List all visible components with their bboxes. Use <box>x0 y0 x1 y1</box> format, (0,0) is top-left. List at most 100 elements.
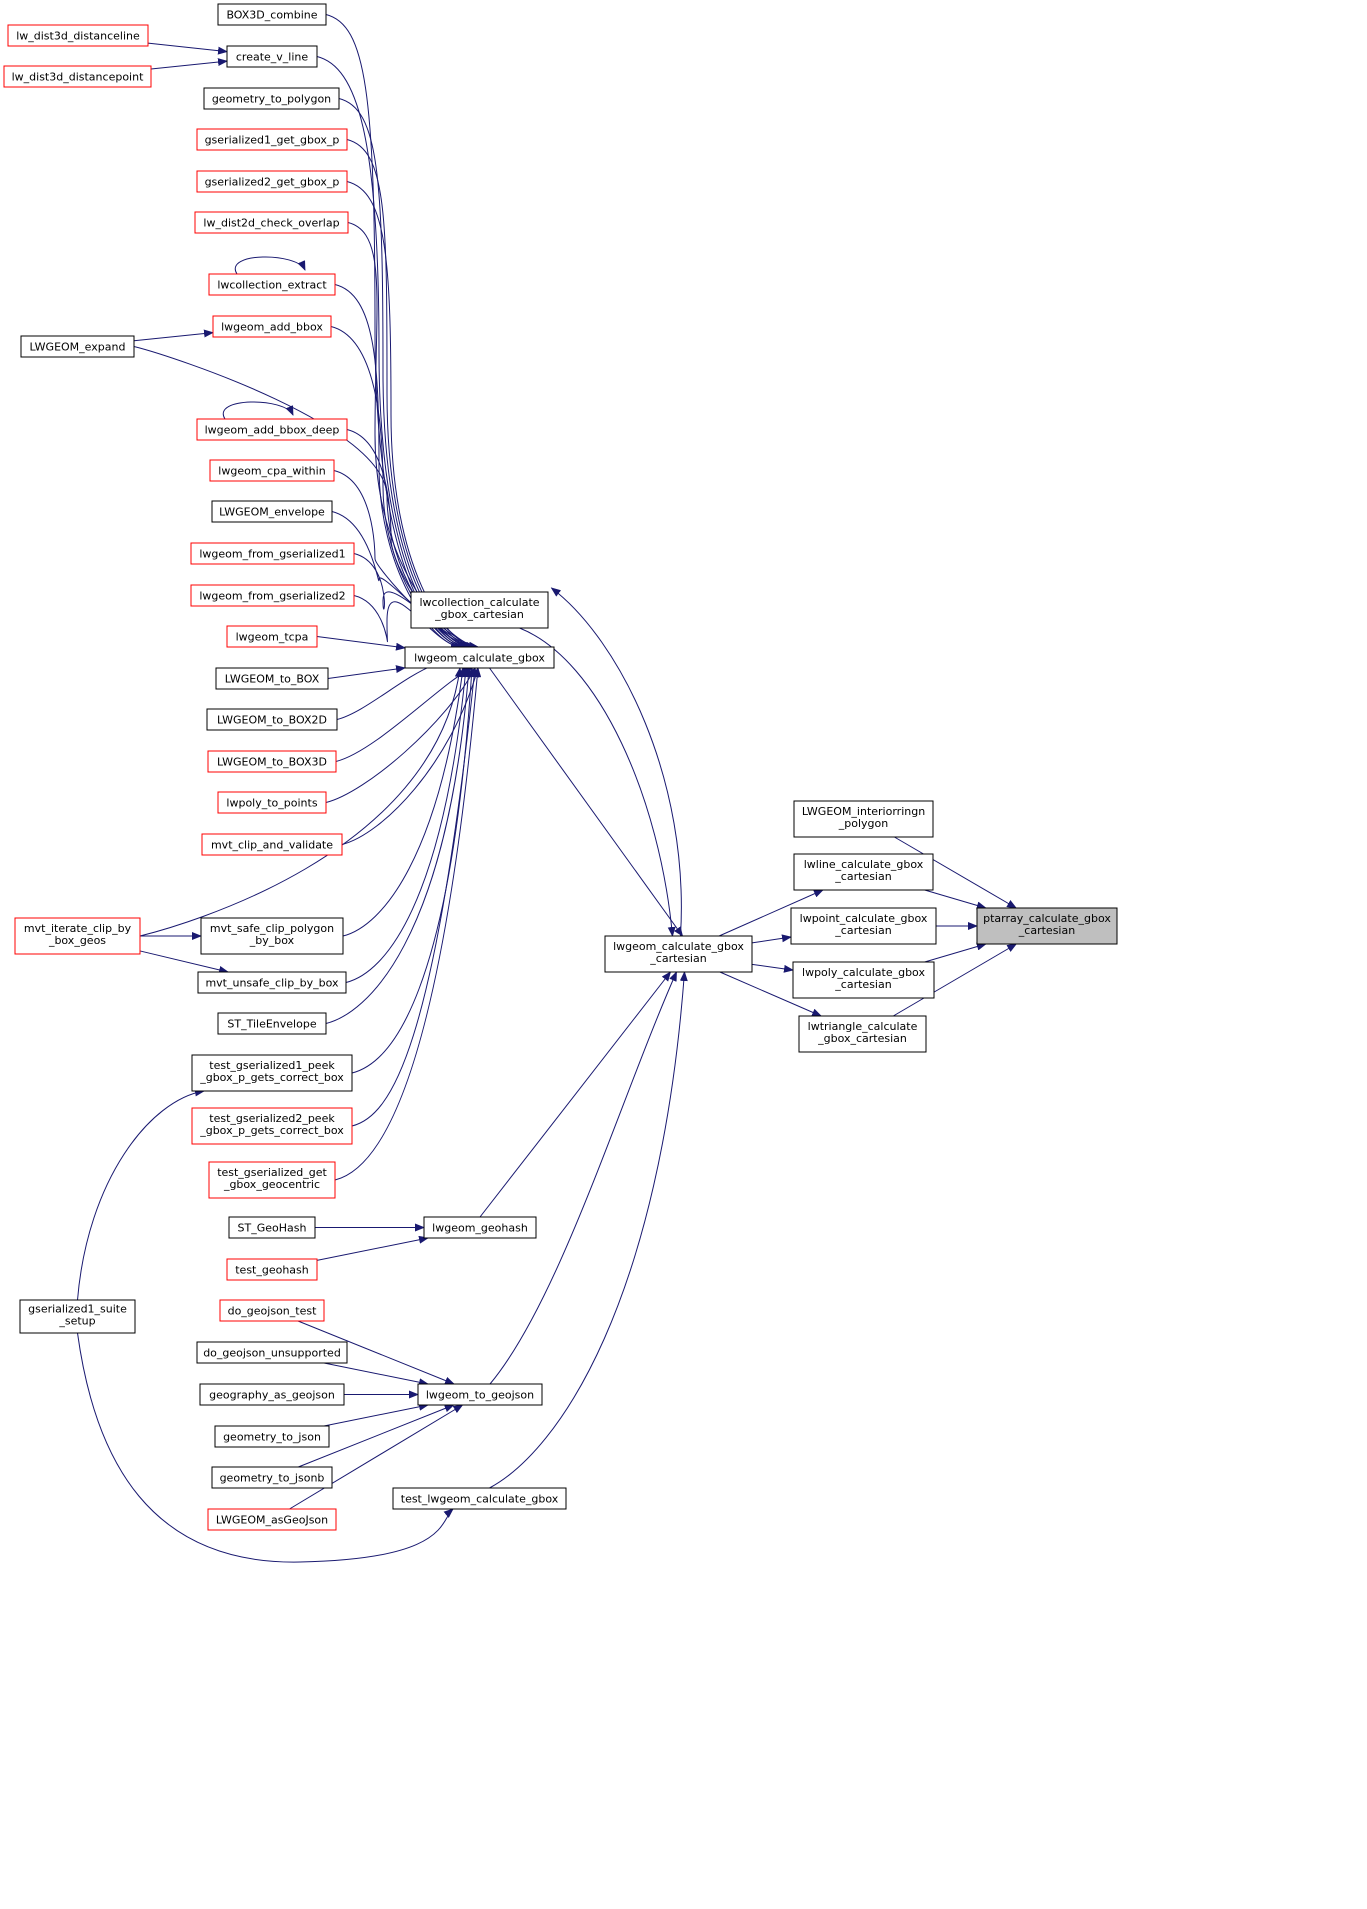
node-st_tileenvelope[interactable]: ST_TileEnvelope <box>217 1012 327 1035</box>
node-geography_as_geojson[interactable]: geography_as_geojson <box>199 1383 345 1406</box>
edge-mvt_iterate_clip_by_box_geos-to-lwgeom_calculate_gbox <box>139 667 463 937</box>
node-lwtriangle_calculate_gbox_cartesian[interactable]: lwtriangle_calculate_gbox_cartesian <box>798 1015 927 1053</box>
node-lwgeom_calculate_gbox[interactable]: lwgeom_calculate_gbox <box>404 646 555 669</box>
node-label-line: _gbox_p_gets_correct_box <box>199 1124 344 1137</box>
node-create_v_line[interactable]: create_v_line <box>226 45 318 68</box>
node-label-line: mvt_unsafe_clip_by_box <box>205 977 339 990</box>
node-label-line: test_lwgeom_calculate_gbox <box>401 1493 559 1506</box>
node-box3d_combine[interactable]: BOX3D_combine <box>217 3 327 26</box>
node-label-line: LWGEOM_to_BOX3D <box>217 756 327 769</box>
edge-mvt_unsafe_clip_by_box-to-lwgeom_calculate_gbox <box>345 667 470 983</box>
node-mvt_unsafe_clip_by_box[interactable]: mvt_unsafe_clip_by_box <box>197 971 347 994</box>
call-graph: BOX3D_combine lw_dist3d_distancelinecreat… <box>3 3 1118 1563</box>
node-lwgeom_add_bbox_deep[interactable]: lwgeom_add_bbox_deep <box>196 418 348 441</box>
node-box <box>404 646 555 669</box>
node-label-line: lwcollection_extract <box>217 279 327 292</box>
node-lwgeom_cpa_within[interactable]: lwgeom_cpa_within <box>209 459 335 482</box>
node-label-line: ptarray_calculate_gbox <box>983 912 1111 925</box>
node-label-line: lwpoly_to_points <box>226 797 317 810</box>
node-mvt_safe_clip_polygon_by_box[interactable]: mvt_safe_clip_polygon_by_box <box>200 917 344 955</box>
edge-lwgeom_calculate_gbox_cartesian-to-lwpoint_calculate_gbox_cartesian <box>751 934 792 944</box>
node-test_gserialized_get_gbox_geocentric[interactable]: test_gserialized_get_gbox_geocentric <box>208 1161 336 1199</box>
node-lwgeom_to_box2d[interactable]: LWGEOM_to_BOX2D <box>206 708 338 731</box>
node-lwcollection_calculate_gbox_cartesian[interactable]: lwcollection_calculate_gbox_cartesian <box>410 591 549 629</box>
node-mvt_clip_and_validate[interactable]: mvt_clip_and_validate <box>201 833 343 856</box>
node-lwgeom_geohash[interactable]: lwgeom_geohash <box>423 1216 537 1239</box>
node-label-line: test_gserialized_get <box>217 1166 327 1179</box>
edge-lw_dist3d_distanceline-to-create_v_line <box>147 42 228 55</box>
node-mvt_iterate_clip_by_box_geos[interactable]: mvt_iterate_clip_by_box_geos <box>14 917 141 955</box>
node-box <box>228 1216 316 1239</box>
node-test_gserialized1_peek[interactable]: test_gserialized1_peek_gbox_p_gets_corre… <box>191 1054 353 1092</box>
node-geometry_to_jsonb[interactable]: geometry_to_jsonb <box>211 1466 333 1489</box>
edge-lwgeom_calculate_gbox_cartesian-to-lwtriangle_calculate_gbox_cartesian <box>719 971 823 1017</box>
node-do_geojson_unsupported[interactable]: do_geojson_unsupported <box>196 1341 348 1364</box>
node-lw_dist2d_check_overlap[interactable]: lw_dist2d_check_overlap <box>194 211 349 234</box>
node-lwgeom_asgeojson[interactable]: LWGEOM_asGeoJson <box>207 1508 337 1531</box>
node-lwpoint_calculate_gbox_cartesian[interactable]: lwpoint_calculate_gbox_cartesian <box>790 907 937 945</box>
node-test_lwgeom_calculate_gbox[interactable]: test_lwgeom_calculate_gbox <box>392 1487 567 1510</box>
node-box <box>226 1258 318 1281</box>
node-lwpoly_to_points[interactable]: lwpoly_to_points <box>217 791 327 814</box>
node-box <box>208 1161 336 1199</box>
edge-lwgeom_geohash-to-lwgeom_calculate_gbox_cartesian <box>479 971 672 1218</box>
node-lwgeom_calculate_gbox_cartesian[interactable]: lwgeom_calculate_gbox_cartesian <box>604 935 753 973</box>
node-label-line: _cartesian <box>649 952 706 965</box>
node-test_geohash[interactable]: test_geohash <box>226 1258 318 1281</box>
node-lwgeom_from_gserialized1[interactable]: lwgeom_from_gserialized1 <box>190 542 355 565</box>
edge-lwgeom_to_box3d-to-lwgeom_calculate_gbox <box>335 667 473 762</box>
node-label-line: gserialized2_get_gbox_p <box>205 176 340 189</box>
node-box <box>196 1341 348 1364</box>
node-label-line: lw_dist2d_check_overlap <box>203 217 339 230</box>
node-label-line: gserialized1_suite <box>28 1303 127 1316</box>
edge-st_tileenvelope-to-lwgeom_calculate_gbox <box>325 667 473 1024</box>
node-label-line: _gbox_p_gets_correct_box <box>199 1071 344 1084</box>
edge-do_geojson_unsupported-to-lwgeom_to_geojson <box>323 1362 429 1387</box>
edge-lwgeom_to_geojson-to-lwgeom_calculate_gbox_cartesian <box>489 971 677 1385</box>
edge-gserialized1_suite_setup-to-test_gserialized1_peek <box>77 1088 205 1301</box>
node-box <box>217 1012 327 1035</box>
node-gserialized1_suite_setup[interactable]: gserialized1_suite_setup <box>19 1299 136 1334</box>
node-lw_dist3d_distanceline[interactable]: lw_dist3d_distanceline <box>7 24 149 47</box>
node-label-line: BOX3D_combine <box>226 9 317 22</box>
node-test_gserialized2_peek[interactable]: test_gserialized2_peek_gbox_p_gets_corre… <box>191 1107 353 1145</box>
node-geometry_to_json[interactable]: geometry_to_json <box>214 1425 330 1448</box>
edge-lwgeom_expand-to-lwgeom_add_bbox <box>133 329 214 342</box>
node-st_geohash[interactable]: ST_GeoHash <box>228 1216 316 1239</box>
node-do_geojson_test[interactable]: do_geojson_test <box>219 1299 325 1322</box>
node-lwgeom_to_geojson[interactable]: lwgeom_to_geojson <box>417 1383 543 1406</box>
node-label-line: _gbox_cartesian <box>434 608 524 621</box>
edge-lwgeom_to_box-to-lwgeom_calculate_gbox <box>327 665 406 679</box>
node-lwcollection_extract[interactable]: lwcollection_extract <box>208 273 336 296</box>
node-lwgeom_expand[interactable]: LWGEOM_expand <box>20 335 135 358</box>
node-geometry_to_polygon[interactable]: geometry_to_polygon <box>203 87 340 110</box>
node-lwgeom_to_box[interactable]: LWGEOM_to_BOX <box>215 667 329 690</box>
node-lwgeom_tcpa[interactable]: lwgeom_tcpa <box>226 625 318 648</box>
node-lwline_calculate_gbox_cartesian[interactable]: lwline_calculate_gbox_cartesian <box>793 853 934 891</box>
node-lwgeom_envelope[interactable]: LWGEOM_envelope <box>211 500 333 523</box>
node-label-line: geometry_to_json <box>223 1431 321 1444</box>
node-lwgeom_from_gserialized2[interactable]: lwgeom_from_gserialized2 <box>190 584 355 607</box>
node-gserialized2_get_gbox_p[interactable]: gserialized2_get_gbox_p <box>196 170 348 193</box>
node-box <box>201 833 343 856</box>
node-box <box>20 335 135 358</box>
node-box <box>211 500 333 523</box>
node-box <box>3 65 152 88</box>
node-lwgeom_interiorringn_polygon[interactable]: LWGEOM_interiorringn_polygon <box>793 800 934 838</box>
node-lw_dist3d_distancepoint[interactable]: lw_dist3d_distancepoint <box>3 65 152 88</box>
node-box <box>212 315 332 338</box>
edge-gserialized1_suite_setup-to-test_lwgeom_calculate_gbox <box>77 1332 454 1563</box>
node-label-line: lwgeom_cpa_within <box>218 465 325 478</box>
node-lwpoly_calculate_gbox_cartesian[interactable]: lwpoly_calculate_gbox_cartesian <box>792 961 935 999</box>
node-label-line: _gbox_cartesian <box>817 1032 907 1045</box>
node-gserialized1_get_gbox_p[interactable]: gserialized1_get_gbox_p <box>196 128 348 151</box>
node-label-line: _cartesian <box>834 978 891 991</box>
edge-test_lwgeom_calculate_gbox-to-lwgeom_calculate_gbox_cartesian <box>489 971 688 1489</box>
edge-lwgeom_add_bbox_deep-to-lwgeom_add_bbox_deep <box>222 401 294 420</box>
node-lwgeom_add_bbox[interactable]: lwgeom_add_bbox <box>212 315 332 338</box>
edge-lwline_calculate_gbox_cartesian-to-ptarray_calculate_gbox_cartesian <box>924 889 987 910</box>
node-label-line: geometry_to_polygon <box>212 93 331 106</box>
node-lwgeom_to_box3d[interactable]: LWGEOM_to_BOX3D <box>207 750 337 773</box>
edge-test_gserialized2_peek-to-lwgeom_calculate_gbox <box>351 667 479 1127</box>
node-label-line: lwpoint_calculate_gbox <box>800 912 928 925</box>
